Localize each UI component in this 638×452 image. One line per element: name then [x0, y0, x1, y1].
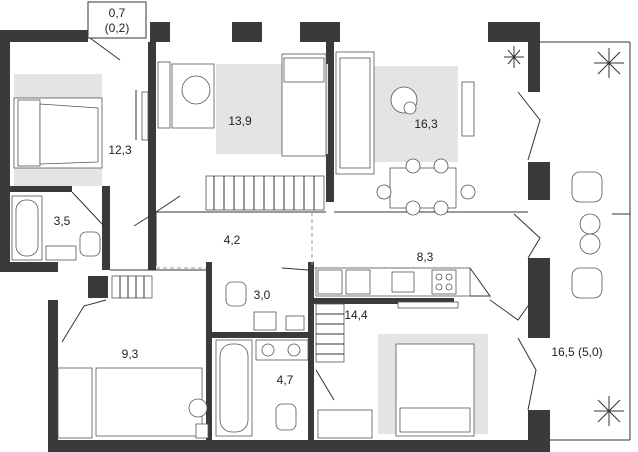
room-area-wc: 3,0	[254, 288, 271, 302]
room-area-living: 16,3	[414, 117, 438, 131]
room-area-bath-1: 3,5	[54, 214, 71, 228]
room-area-entry: 9,3	[122, 347, 139, 361]
room-area-balcony-large: 16,5 (5,0)	[551, 345, 602, 359]
bedroom-3-furniture	[315, 299, 529, 439]
kitchen-fixtures	[315, 267, 491, 309]
room-area-bath-2: 4,7	[277, 373, 294, 387]
room-area-bedroom-1: 12,3	[108, 143, 132, 157]
small-balcony	[87, 1, 147, 61]
room-labels: 0,7 (0,2) 12,3 13,9 16,3 3,5 4,2 8,3 3,0…	[54, 6, 603, 387]
room-area-bedroom-2: 13,9	[228, 114, 252, 128]
room-area-kitchen: 8,3	[417, 250, 434, 264]
room-area-hall: 4,2	[224, 233, 241, 247]
wc-fixtures	[225, 267, 309, 331]
large-balcony-furniture	[513, 48, 624, 426]
hall	[111, 211, 157, 299]
room-area-balcony-small-sub: (0,2)	[105, 21, 130, 35]
bath-1-fixtures	[11, 191, 105, 261]
room-area-balcony-small: 0,7	[109, 6, 126, 20]
walls	[0, 22, 550, 452]
room-area-bedroom-3: 14,4	[344, 308, 368, 322]
bedroom-1-furniture	[13, 74, 149, 186]
bedroom-2-furniture	[155, 53, 328, 213]
bath-2-fixtures	[215, 339, 335, 437]
entry-fixtures	[57, 299, 209, 439]
living-furniture	[335, 46, 541, 216]
plant-icon	[504, 46, 524, 68]
